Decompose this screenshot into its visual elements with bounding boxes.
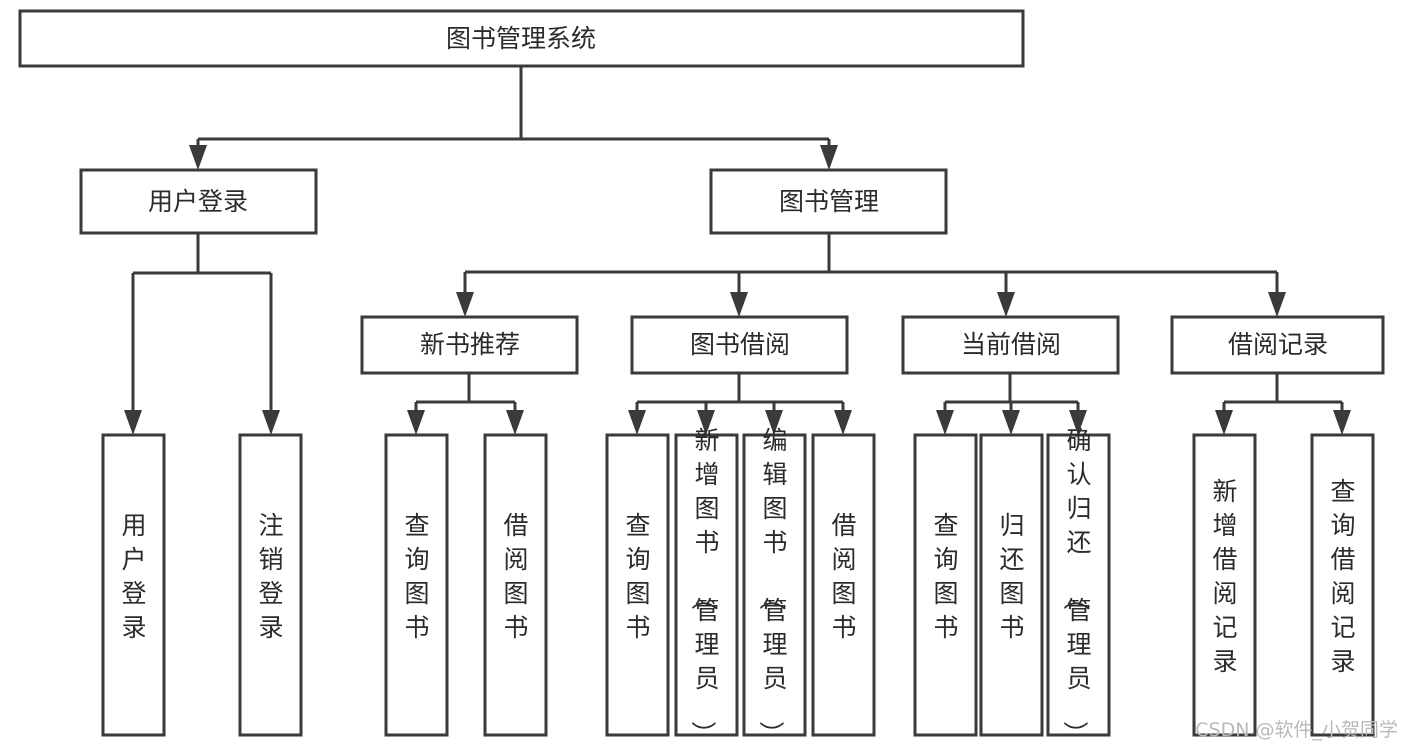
node-root[interactable]: 图书管理系统 [18, 9, 1025, 68]
leaf-node-edit-book[interactable]: 编辑图书（管理员） [742, 426, 807, 746]
node-borrow-records-box[interactable] [1170, 315, 1385, 375]
node-new-book-recommend[interactable]: 新书推荐 [360, 315, 579, 375]
leaf-query-borrow-record-label: 查询借阅记录 [1330, 477, 1355, 676]
arrowhead-leaf-borrow-book-recommend [506, 410, 524, 435]
node-book-borrow-box[interactable] [630, 315, 849, 375]
leaf-node-query-borrow-record[interactable]: 查询借阅记录 [1310, 433, 1375, 737]
arrowhead-book-borrow [730, 292, 748, 317]
leaf-user-logout-label: 注销登录 [258, 511, 283, 642]
node-new-book-recommend-box[interactable] [360, 315, 579, 375]
node-book-management[interactable]: 图书管理 [709, 168, 948, 235]
leaf-return-book-label: 归还图书 [999, 511, 1024, 642]
arrowhead-leaf-query-book-borrow [628, 410, 646, 435]
leaf-node-borrow-book[interactable]: 借阅图书 [811, 433, 876, 737]
node-current-borrow-box[interactable] [901, 315, 1120, 375]
node-book-borrow-label: 图书借阅 [690, 330, 790, 359]
leaf-node-add-borrow-record[interactable]: 新增借阅记录 [1192, 433, 1257, 737]
leaf-node-confirm-return[interactable]: 确认归还（管理员） [1046, 426, 1111, 746]
leaf-query-book-recommend-box[interactable] [384, 433, 449, 737]
node-user-login-box[interactable] [79, 168, 318, 235]
leaf-query-book-recommend-label: 查询图书 [404, 511, 429, 642]
node-current-borrow[interactable]: 当前借阅 [901, 315, 1120, 375]
leaf-user-login-label: 用户登录 [121, 511, 146, 642]
leaf-borrow-book-box[interactable] [811, 433, 876, 737]
leaf-node-query-book-borrow[interactable]: 查询图书 [605, 433, 670, 737]
node-root-box[interactable] [18, 9, 1025, 68]
arrowhead-leaf-query-book-recommend [407, 410, 425, 435]
leaf-query-book-current-box[interactable] [913, 433, 978, 737]
node-root-label: 图书管理系统 [446, 24, 596, 53]
leaf-node-query-book-current[interactable]: 查询图书 [913, 433, 978, 737]
arrowhead-leaf-return-book [1002, 410, 1020, 435]
arrowhead-leaf-confirm-return [1069, 410, 1087, 435]
node-user-login-label: 用户登录 [148, 187, 248, 216]
leaf-edit-book-label: 编辑图书（管理员） [756, 426, 787, 746]
leaf-query-borrow-record-box[interactable] [1310, 433, 1375, 737]
arrowhead-leaf-add-book [697, 410, 715, 435]
leaf-query-book-current-label: 查询图书 [933, 511, 958, 642]
arrowhead-leaf-add-borrow-record [1215, 410, 1233, 435]
arrowhead-leaf-edit-book [765, 410, 783, 435]
leaf-node-query-book-recommend[interactable]: 查询图书 [384, 433, 449, 737]
arrowhead-book-management [820, 145, 838, 170]
leaf-add-borrow-record-label: 新增借阅记录 [1212, 477, 1237, 676]
leaf-query-book-borrow-box[interactable] [605, 433, 670, 737]
leaf-query-book-borrow-label: 查询图书 [625, 511, 650, 642]
node-borrow-records-label: 借阅记录 [1228, 330, 1328, 359]
leaf-borrow-book-recommend-label: 借阅图书 [503, 511, 528, 642]
arrowhead-leaf-user-logout [262, 410, 280, 435]
leaf-node-add-book[interactable]: 新增图书（管理员） [674, 426, 739, 746]
leaf-edit-book-box[interactable] [742, 433, 807, 737]
leaf-add-borrow-record-box[interactable] [1192, 433, 1257, 737]
node-user-login[interactable]: 用户登录 [79, 168, 318, 235]
node-book-management-label: 图书管理 [779, 187, 879, 216]
arrowhead-user-login [189, 145, 207, 170]
node-book-borrow[interactable]: 图书借阅 [630, 315, 849, 375]
arrowhead-new-book-recommend [456, 292, 474, 317]
leaf-node-user-login[interactable]: 用户登录 [101, 433, 166, 737]
leaf-return-book-box[interactable] [979, 433, 1044, 737]
leaf-borrow-book-recommend-box[interactable] [483, 433, 548, 737]
leaf-borrow-book-label: 借阅图书 [831, 511, 856, 642]
leaf-add-book-box[interactable] [674, 433, 739, 737]
node-new-book-recommend-label: 新书推荐 [420, 330, 520, 359]
leaf-node-borrow-book-recommend[interactable]: 借阅图书 [483, 433, 548, 737]
node-borrow-records[interactable]: 借阅记录 [1170, 315, 1385, 375]
leaf-node-return-book[interactable]: 归还图书 [979, 433, 1044, 737]
arrowhead-borrow-records [1268, 292, 1286, 317]
leaf-add-book-label: 新增图书（管理员） [688, 426, 719, 746]
csdn-watermark: CSDN @软件_小贺同学 [1195, 719, 1398, 741]
arrowhead-leaf-query-borrow-record [1333, 410, 1351, 435]
leaf-node-user-logout[interactable]: 注销登录 [238, 433, 303, 737]
node-book-management-box[interactable] [709, 168, 948, 235]
leaf-confirm-return-box[interactable] [1046, 433, 1111, 737]
leaf-confirm-return-label: 确认归还（管理员） [1060, 426, 1091, 746]
connector-layer [124, 66, 1351, 435]
node-current-borrow-label: 当前借阅 [961, 330, 1061, 359]
leaf-user-logout-box[interactable] [238, 433, 303, 737]
arrowhead-current-borrow [997, 292, 1015, 317]
arrowhead-leaf-borrow-book [834, 410, 852, 435]
arrowhead-leaf-query-book-current [936, 410, 954, 435]
arrowhead-leaf-user-login [124, 410, 142, 435]
leaf-user-login-box[interactable] [101, 433, 166, 737]
